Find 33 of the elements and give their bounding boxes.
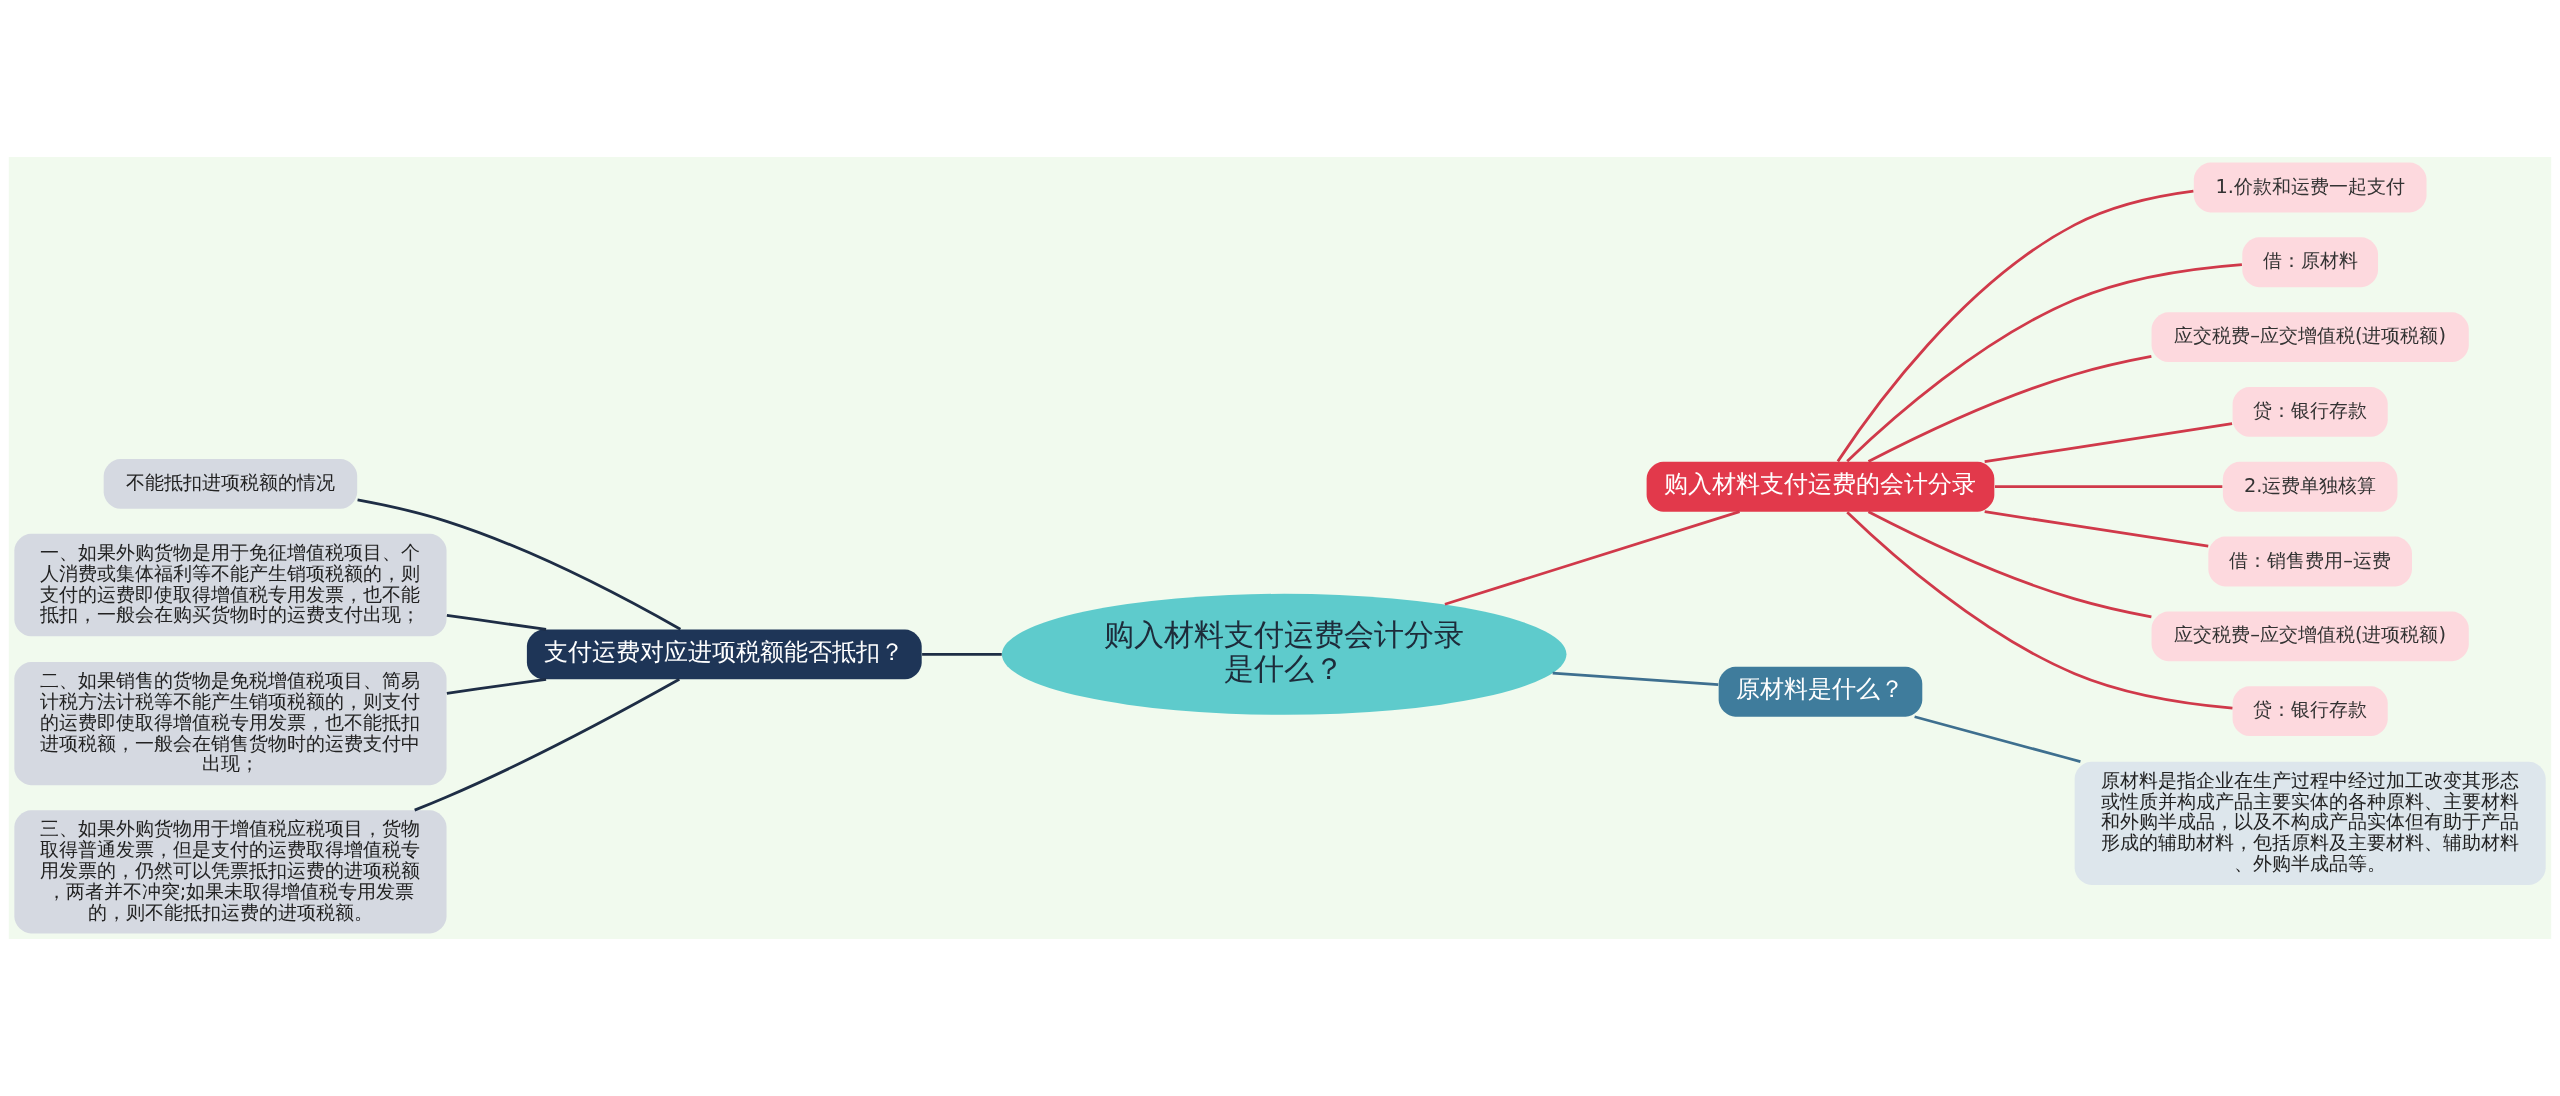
node-box: 三、如果外购货物用于增值税应税项目，货物取得普通发票，但是支付的运费取得增值税专用发票的，仍然可以凭票抵扣运费的进项税额，两者并不冲突;如果未取得增值税专用发票的，则不能抵扣运费的进项税额。 xyxy=(14,810,447,934)
node-box: 借：原材料 xyxy=(2242,237,2379,288)
node-box: 原材料是什么？ xyxy=(1718,666,1923,717)
node-box: 贷：银行存款 xyxy=(2232,386,2388,437)
node-box: 原材料是指企业在生产过程中经过加工改变其形态或性质并构成产品主要实体的各种原料、主要材料和外购半成品，以及不构成产品实体但有助于产品形成的辅助材料，包括原料及主要材料、辅助材料、外购半成品等。 xyxy=(2074,761,2546,885)
connector xyxy=(446,677,547,695)
node-box: 应交税费–应交增值税(进项税额) xyxy=(2151,312,2469,362)
connector xyxy=(1836,189,2194,463)
node-box: 支付运费对应进项税额能否抵扣？ xyxy=(526,629,922,680)
connector xyxy=(1867,355,2152,463)
node-box: 应交税费–应交增值税(进项税额) xyxy=(2151,611,2469,662)
connector xyxy=(357,498,682,631)
node-box: 不能抵扣进项税额的情况 xyxy=(103,459,358,509)
connector xyxy=(414,678,680,812)
node-box: 二、如果销售的货物是免税增值税项目、简易计税方法计税等不能产生销项税额的，则支付的运费即使取得增值税专用发票，也不能抵扣进项税额，一般会在销售货物时的运费支付中出现； xyxy=(14,661,447,786)
connector xyxy=(1846,511,2233,710)
connector xyxy=(1444,510,1740,606)
node-box: 贷：银行存款 xyxy=(2232,686,2388,737)
node-box: 购入材料支付运费的会计分录 xyxy=(1646,461,1995,512)
node-ellipse: 购入材料支付运费会计分录是什么？ xyxy=(1001,593,1567,715)
connector xyxy=(1984,422,2233,464)
connector xyxy=(1994,485,2223,489)
connector xyxy=(446,614,547,631)
connector xyxy=(1914,715,2081,763)
connector xyxy=(1846,263,2242,463)
node-box: 借：销售费用–运费 xyxy=(2208,536,2412,587)
node-box: 一、如果外购货物是用于免征增值税项目、个人消费或集体福利等不能产生销项税额的，则支付的运费即使取得增值税专用发票，也不能抵扣，一般会在购买货物时的运费支付出现； xyxy=(14,533,447,637)
node-box: 1.价款和运费一起支付 xyxy=(2193,162,2427,213)
connector xyxy=(1984,510,2209,548)
connector xyxy=(1867,510,2152,619)
connector xyxy=(1552,671,1719,687)
connector xyxy=(922,652,1002,656)
node-box: 2.运费单独核算 xyxy=(2222,461,2398,512)
